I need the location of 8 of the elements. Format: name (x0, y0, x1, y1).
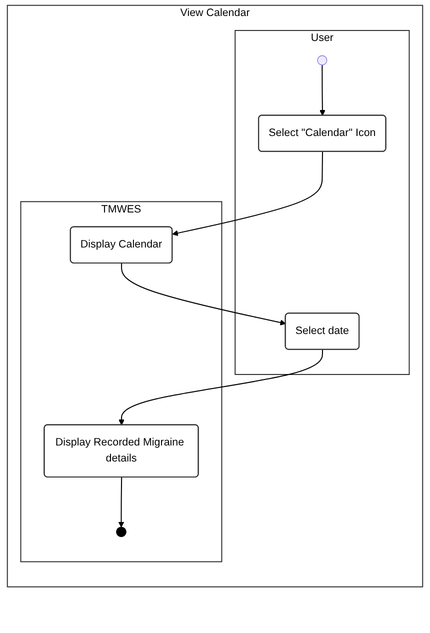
arrow (121, 263, 286, 326)
arrow (172, 152, 324, 236)
node-circle (317, 55, 328, 66)
cluster (20, 201, 222, 562)
arrow (118, 477, 124, 528)
cluster (234, 30, 410, 375)
arrow (320, 64, 326, 116)
arrow (118, 350, 324, 426)
